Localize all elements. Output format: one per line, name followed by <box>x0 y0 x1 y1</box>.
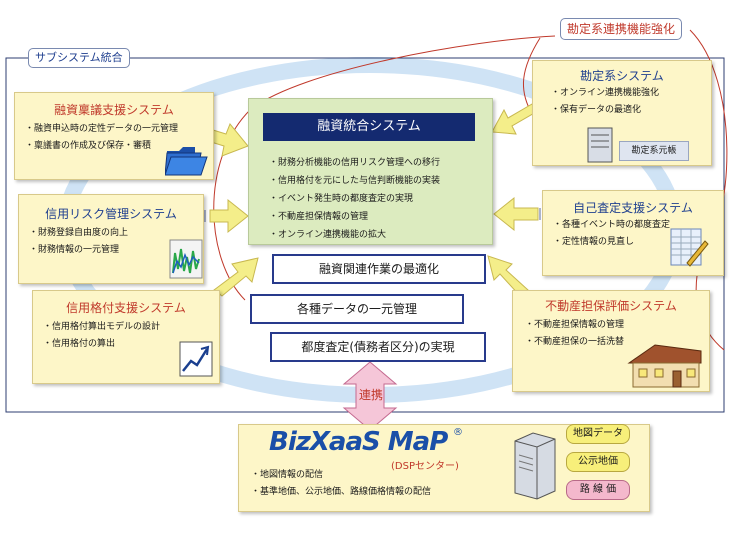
box-item: 融資申込時の定性データの一元管理 <box>25 121 178 138</box>
tag-map-data: 地図データ <box>566 424 630 444</box>
box-item-list: 信用格付算出モデルの設計 信用格付の算出 <box>43 319 160 353</box>
center-system-box: 融資統合システム 財務分析機能の信用リスク管理への移行 信用格付を元にした与信判… <box>248 98 493 245</box>
arrow-right-2 <box>493 196 539 232</box>
credit-risk-box: 信用リスク管理システム 財務登録自由度の向上 財務情報の一元管理 <box>18 194 204 284</box>
tag-road-price: 路 線 価 <box>566 480 630 500</box>
loan-approval-box: 融資稟議支援システム 融資申込時の定性データの一元管理 稟議書の作成及び保存・審… <box>14 92 214 180</box>
box-item: 財務情報の一元管理 <box>29 242 128 259</box>
box-item: 信用格付算出モデルの設計 <box>43 319 160 336</box>
box-item: 地図情報の配信 <box>251 467 431 484</box>
folder-icon <box>165 147 208 176</box>
credit-rating-box: 信用格付支援システム 信用格付算出モデルの設計 信用格付の算出 <box>32 290 220 384</box>
core-ledger-label: 勘定系元帳 <box>619 141 689 161</box>
self-assessment-box: 自己査定支援システム 各種イベント時の都度査定 定性情報の見直し <box>542 190 724 276</box>
box-title: 勘定系システム <box>580 69 664 83</box>
center-item: オンライン連携機能の拡大 <box>269 226 440 244</box>
box-title: 不動産担保評価システム <box>545 299 677 313</box>
box-item-list: 融資申込時の定性データの一元管理 稟議書の作成及び保存・審積 <box>25 121 178 155</box>
box-title: 融資稟議支援システム <box>54 103 174 117</box>
box-item: 財務登録自由度の向上 <box>29 225 128 242</box>
benefit-bar: 都度査定(債務者区分)の実現 <box>270 332 486 362</box>
box-item: 信用格付の算出 <box>43 336 160 353</box>
integration-label: サブシステム統合 <box>28 48 130 68</box>
box-item-list: 各種イベント時の都度査定 定性情報の見直し <box>553 217 670 251</box>
database-icon <box>514 432 556 500</box>
box-title: 自己査定支援システム <box>573 201 693 215</box>
benefit-bar: 融資関連作業の最適化 <box>272 254 486 284</box>
chart-icon <box>169 239 203 279</box>
center-item-list: 財務分析機能の信用リスク管理への移行 信用格付を元にした与信判断機能の実装 イベ… <box>269 154 440 244</box>
box-item: 不動産担保の一括洗替 <box>525 334 624 351</box>
arrow-right-1 <box>491 103 537 135</box>
box-item-list: 不動産担保情報の管理 不動産担保の一括洗替 <box>525 317 624 351</box>
box-item: 保有データの最適化 <box>551 102 659 119</box>
house-icon <box>627 344 702 388</box>
core-banking-box: 勘定系システム オンライン連携機能強化 保有データの最適化 勘定系元帳 <box>532 60 712 166</box>
box-item-list: 財務登録自由度の向上 財務情報の一元管理 <box>29 225 128 259</box>
box-item: オンライン連携機能強化 <box>551 85 659 102</box>
box-item-list: オンライン連携機能強化 保有データの最適化 <box>551 85 659 119</box>
link-label: 連携 <box>358 388 383 402</box>
server-icon <box>587 127 613 163</box>
box-item: 不動産担保情報の管理 <box>525 317 624 334</box>
box-title: 信用リスク管理システム <box>45 207 177 221</box>
registered-mark: ® <box>453 427 463 438</box>
spreadsheet-icon <box>670 228 709 267</box>
arrow-left-3 <box>213 257 259 297</box>
center-item: 信用格付を元にした与信判断機能の実装 <box>269 172 440 190</box>
box-item-list: 地図情報の配信 基準地価、公示地価、路線価格情報の配信 <box>251 467 431 501</box>
top-label: 勘定系連携機能強化 <box>560 18 683 40</box>
arrow-left-2 <box>209 198 249 234</box>
growth-chart-icon <box>179 341 213 377</box>
bizxaas-logo: BizXaaS MaP <box>269 427 448 457</box>
center-item: 財務分析機能の信用リスク管理への移行 <box>269 154 440 172</box>
box-item: 基準地価、公示地価、路線価格情報の配信 <box>251 484 431 501</box>
real-estate-box: 不動産担保評価システム 不動産担保情報の管理 不動産担保の一括洗替 <box>512 290 710 392</box>
box-item: 各種イベント時の都度査定 <box>553 217 670 234</box>
center-item: イベント発生時の都度査定の実現 <box>269 190 440 208</box>
center-system-title: 融資統合システム <box>263 113 475 141</box>
tag-public-land-price: 公示地価 <box>566 452 630 472</box>
benefit-bar: 各種データの一元管理 <box>250 294 464 324</box>
box-item: 稟議書の作成及び保存・審積 <box>25 138 178 155</box>
center-item: 不動産担保情報の管理 <box>269 208 440 226</box>
box-item: 定性情報の見直し <box>553 234 670 251</box>
box-title: 信用格付支援システム <box>66 301 186 315</box>
